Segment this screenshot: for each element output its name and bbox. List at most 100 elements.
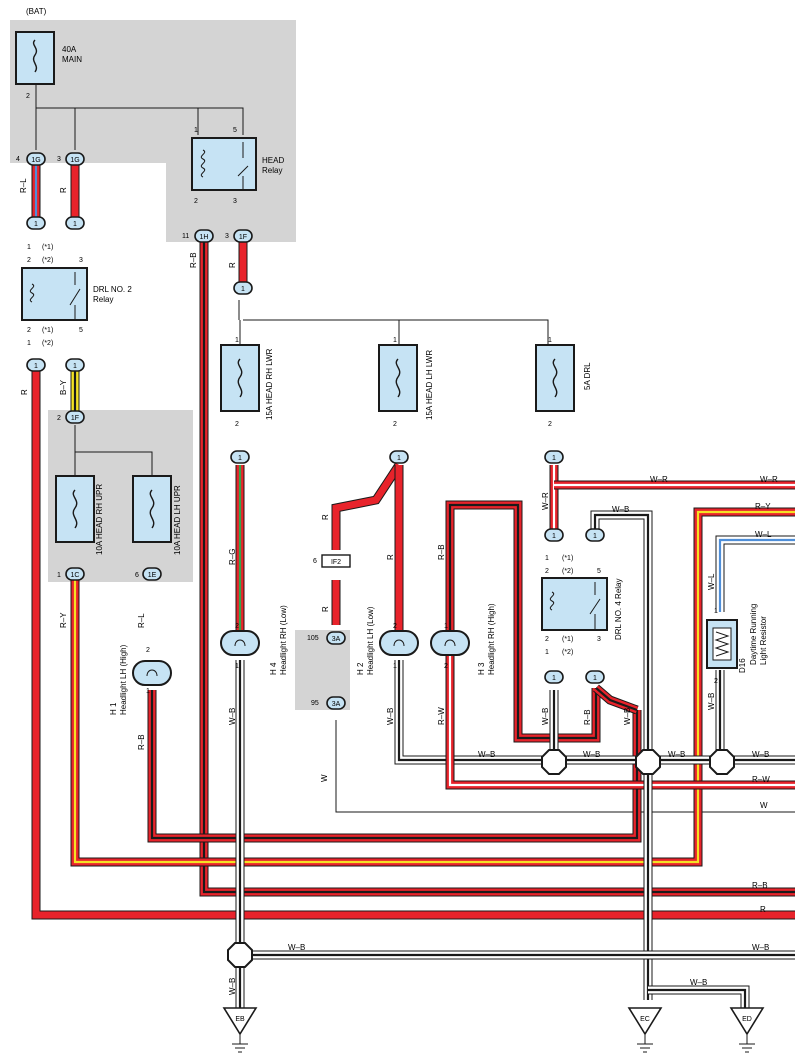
fuse-lh-upr [132, 475, 172, 543]
wire-label-5: B–Y [59, 379, 68, 395]
conn-if2-shape [321, 554, 351, 568]
bulb-h4-body [220, 630, 260, 656]
h4-name: Headlight RH (Low) [279, 605, 288, 675]
pin-number-21: (*1) [562, 636, 573, 643]
conn-1g-a-label: 1G [31, 157, 40, 164]
conn-1h: 1H [194, 229, 214, 243]
bulb-h2 [379, 630, 419, 656]
fuse-rh-lwr-label: 15A HEAD RH LWR [265, 348, 274, 420]
wire-label-11: R [321, 514, 330, 520]
drl2-p1: 1 [27, 244, 31, 251]
h4-code: H 4 [269, 662, 278, 675]
conn-3a-b: 3A [326, 696, 346, 710]
conn-1-e-shape [65, 358, 85, 372]
pin-number-10: 1 [444, 623, 448, 630]
fuse-drl-label: 5A DRL [583, 362, 592, 390]
conn-1-j-label: 1 [593, 533, 597, 540]
drl2-p3: 3 [79, 257, 83, 264]
drl2-pin2b: 2 [27, 327, 31, 334]
drl2-s2b: (*2) [42, 340, 53, 347]
splice-c [709, 749, 735, 775]
pin-number-11: 2 [444, 663, 448, 670]
head-relay-p2: 2 [194, 198, 198, 205]
wire-label-37: R [760, 905, 766, 914]
pin-1-1c: 1 [57, 572, 61, 579]
h1-code: H 1 [109, 702, 118, 715]
bat-label: (BAT) [26, 7, 47, 16]
ground-eb-earth [232, 1034, 248, 1053]
bulb-h1 [132, 660, 172, 686]
conn-1e-label: 1E [148, 572, 157, 579]
conn-1f-label: 1F [239, 234, 247, 241]
wire-wb-ed-body [648, 986, 749, 1010]
conn-1-c: 1 [233, 281, 253, 295]
bulb-h2-body [379, 630, 419, 656]
wire-r-long-body [32, 360, 795, 919]
fuse-rh-upr [55, 475, 95, 543]
wire-label-6: R–Y [59, 612, 68, 628]
pin-number-2: 1 [393, 337, 397, 344]
conn-1-i-shape [544, 528, 564, 542]
h2-name: Headlight LH (Low) [366, 606, 375, 675]
bulb-h3-filament [444, 639, 456, 647]
conn-if2: IF2 [321, 554, 351, 568]
wire-ry-stripe [73, 510, 795, 864]
wire-label-36: R–B [752, 881, 768, 890]
pin-number-1: 2 [235, 421, 239, 428]
conn-1e: 1E [142, 567, 162, 581]
conn-1-g-label: 1 [397, 455, 401, 462]
pin-number-24: 1 [714, 608, 718, 615]
wire-rb-main [199, 235, 795, 897]
wire-label-1: R [59, 187, 68, 193]
pin-95: 95 [311, 700, 319, 707]
wire-rb-join [593, 684, 639, 715]
pin-11: 11 [182, 233, 189, 240]
headlight-bulbs [132, 630, 470, 686]
fuse-rh-upr-element [72, 489, 78, 529]
conn-3a-a-shape [326, 631, 346, 645]
conn-1h-shape [194, 229, 214, 243]
conn-1h-label: 1H [200, 234, 209, 241]
pin-2-1f: 2 [57, 415, 61, 422]
main-fuse-label-a: 40A [62, 45, 77, 54]
fuse-rh-upr-box [55, 475, 95, 543]
conn-1-b: 1 [65, 216, 85, 230]
ground-eb-triangle [222, 1007, 258, 1036]
wire-label-12: R [321, 606, 330, 612]
wire-rb-main-outline [199, 235, 795, 897]
wire-label-25: W–R [650, 475, 668, 484]
conn-1-b-label: 1 [73, 221, 77, 228]
ground-ed-triangle [729, 1007, 765, 1036]
wire-wb-h2-stripe [397, 660, 795, 762]
wire-label-10: W–B [228, 708, 237, 725]
d16-name-b: Light Resistor [759, 616, 768, 665]
conn-1-a-shape [26, 216, 46, 230]
fuse-lh-upr-label: 10A HEAD LH UPR [173, 485, 182, 555]
pin-number-14: 1 [545, 555, 549, 562]
wire-wb-h2 [394, 660, 795, 765]
drl2-label-b: Relay [93, 295, 113, 304]
conn-1g-a: 1G [26, 152, 46, 166]
wire-label-14: W–B [386, 708, 395, 725]
wire-label-40: W–B [690, 978, 707, 987]
pin-number-15: 2 [545, 568, 549, 575]
fuse-lh-lwr-element [395, 358, 401, 398]
pin-number-6: 2 [235, 623, 239, 630]
wire-wb-ed [648, 985, 750, 1010]
conn-1-b-shape [65, 216, 85, 230]
wire-wl-outline [715, 535, 795, 612]
conn-1-d-label: 1 [34, 363, 38, 370]
head-relay-p1: 1 [194, 127, 198, 134]
d16-code: D16 [738, 658, 747, 673]
main-fuse-label-b: MAIN [62, 55, 82, 64]
pin-4: 4 [16, 156, 20, 163]
wire-ry [70, 507, 795, 867]
conn-1c: 1C [65, 567, 85, 581]
shaded-regions [10, 20, 350, 710]
conn-1e-shape [142, 567, 162, 581]
drl-resistor [706, 619, 738, 669]
conn-1-k-shape [544, 670, 564, 684]
conn-1f-b: 1F [65, 410, 85, 424]
